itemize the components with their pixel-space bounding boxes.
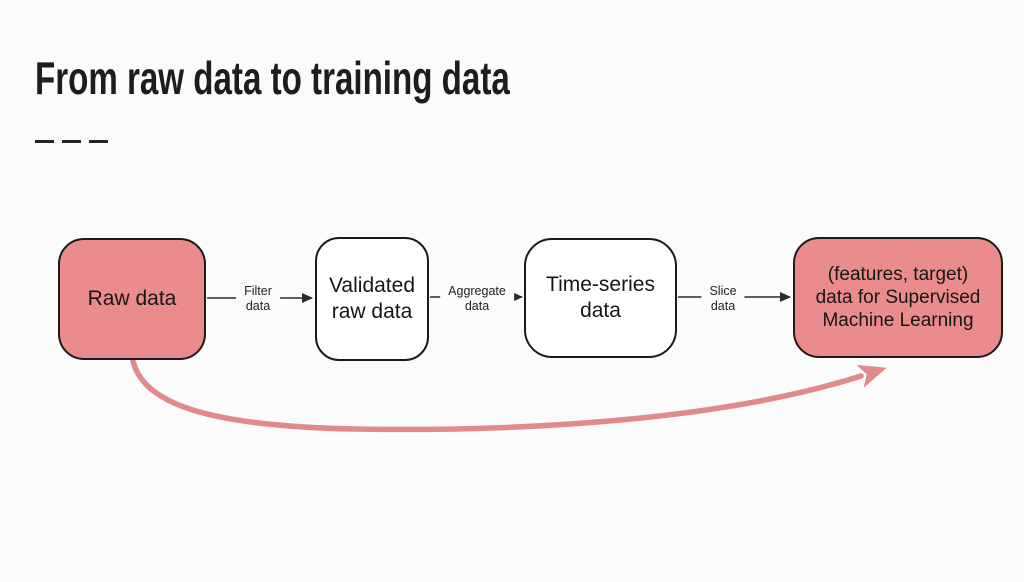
node-raw-data: Raw data xyxy=(58,238,206,360)
title-dash xyxy=(35,140,54,143)
edge-label-aggregate-data: Aggregate data xyxy=(440,283,514,315)
node-features-target-data: (features, target) data for Supervised M… xyxy=(793,237,1003,358)
shortcut-curved-arrow xyxy=(130,358,887,433)
node-time-series-data: Time-series data xyxy=(524,238,677,358)
title-dash xyxy=(62,140,81,143)
slide-title: From raw data to training data xyxy=(35,52,510,104)
edge-label-filter-data: Filter data xyxy=(236,283,280,315)
title-divider-dashes xyxy=(35,140,108,143)
node-validated-raw-data: Validated raw data xyxy=(315,237,429,361)
title-dash xyxy=(89,140,108,143)
edge-label-slice-data: Slice data xyxy=(701,283,745,315)
